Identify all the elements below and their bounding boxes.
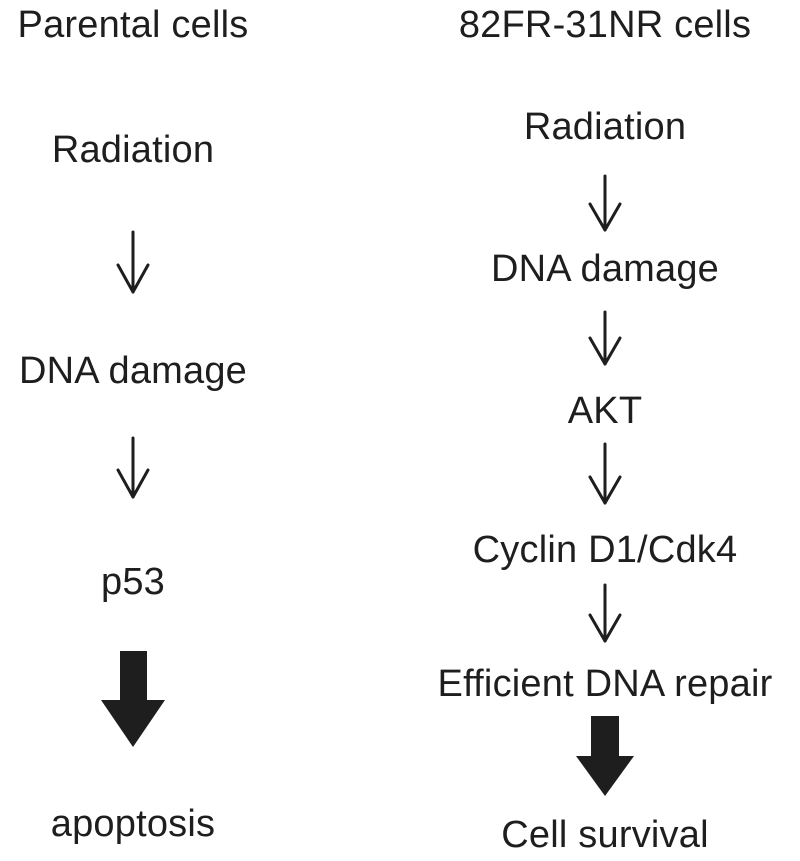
right-bold-arrow-repair-to-survival — [576, 716, 634, 796]
left-step-dna-damage: DNA damage — [18, 350, 248, 392]
left-arrow-dna-damage-to-p53 — [116, 436, 150, 499]
right-outcome-cell-survival: Cell survival — [501, 814, 709, 856]
right-step-dna-damage: DNA damage — [490, 248, 720, 290]
right-arrow-dna-damage-to-akt — [588, 310, 622, 366]
right-step-akt: AKT — [567, 390, 643, 432]
right-step-cyclin: Cyclin D1/Cdk4 — [472, 529, 738, 571]
right-arrow-radiation-to-dna-damage — [588, 174, 622, 232]
right-step-dna-repair: Efficient DNA repair — [437, 663, 773, 705]
right-arrow-akt-to-cyclin — [588, 442, 622, 505]
left-bold-arrow-p53-to-apoptosis — [101, 651, 165, 747]
left-step-p53: p53 — [100, 561, 166, 603]
right-step-radiation: Radiation — [523, 106, 687, 148]
right-heading: 82FR-31NR cells — [458, 4, 752, 46]
left-heading: Parental cells — [17, 4, 249, 46]
left-outcome-apoptosis: apoptosis — [50, 803, 216, 845]
right-arrow-cyclin-to-dna-repair — [588, 583, 622, 643]
left-step-radiation: Radiation — [51, 129, 215, 171]
left-arrow-radiation-to-dna-damage — [116, 230, 150, 294]
